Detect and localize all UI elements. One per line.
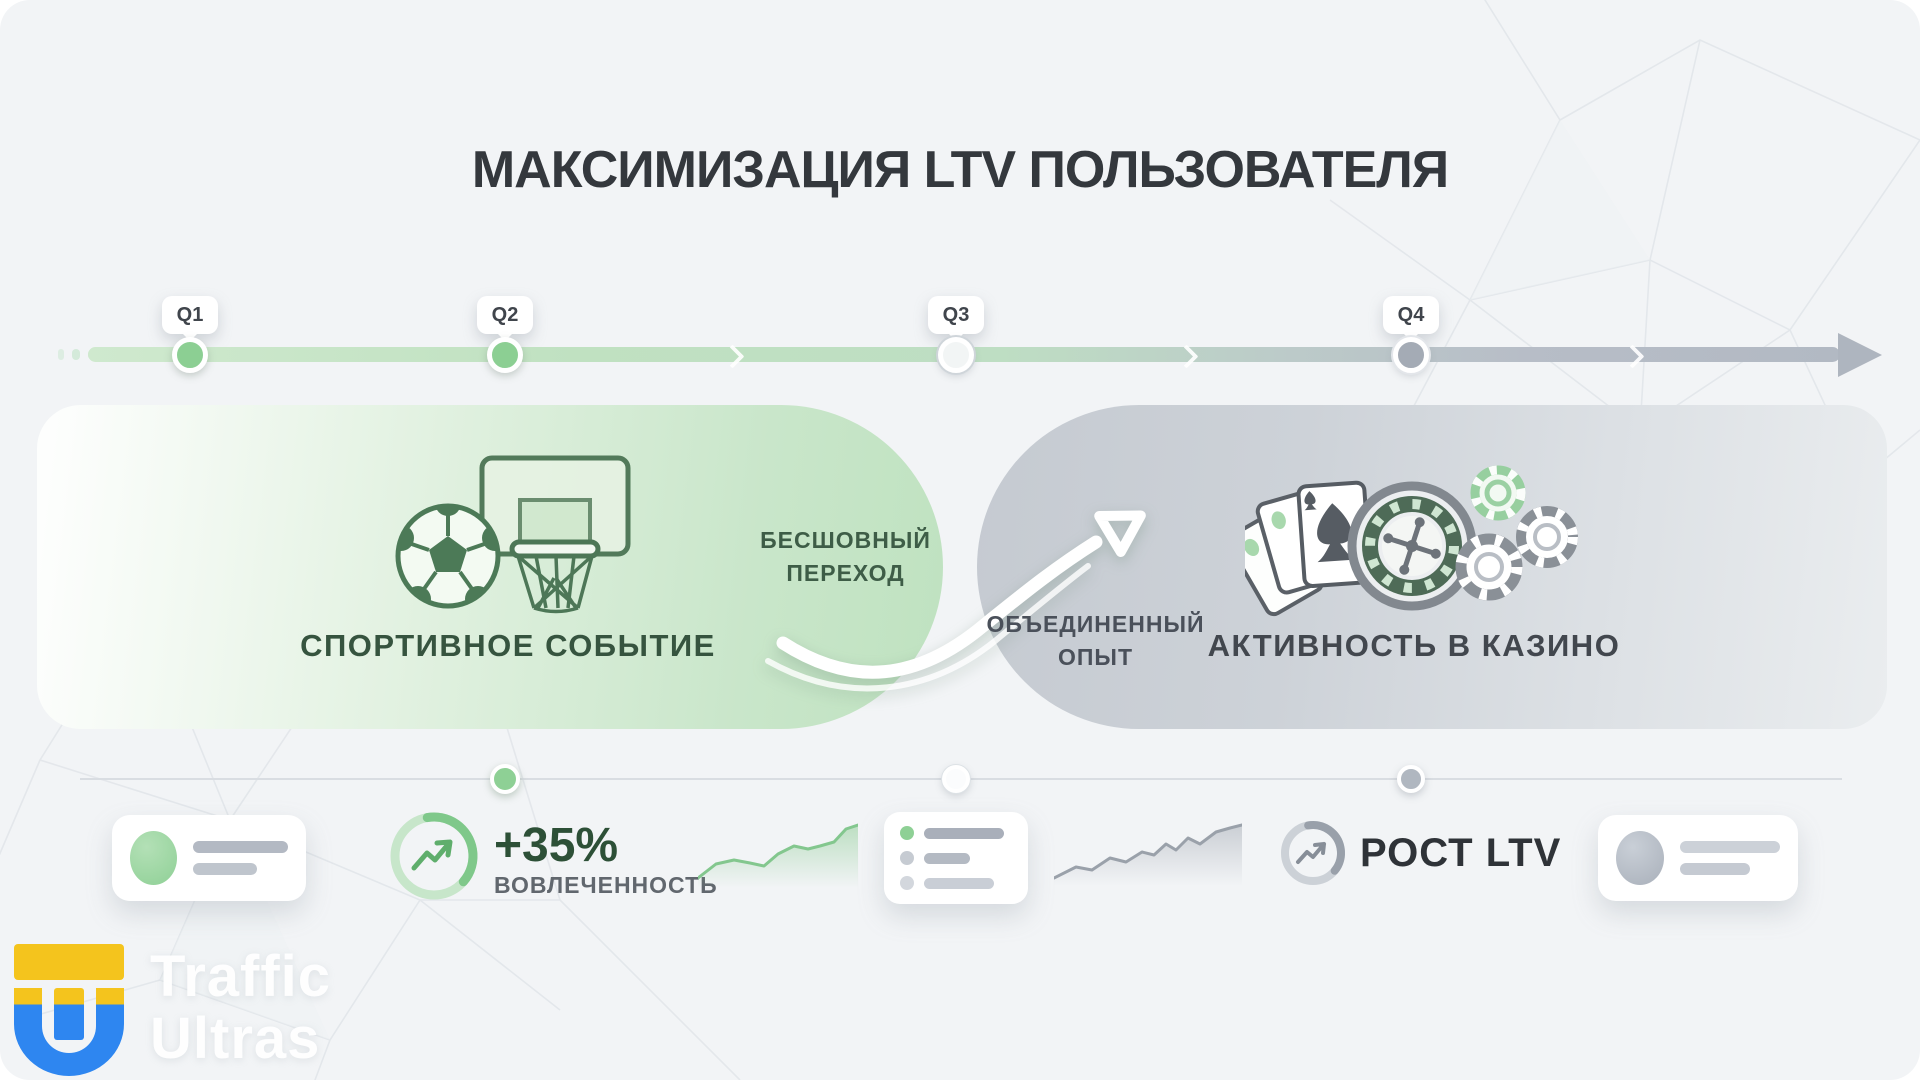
list-item — [900, 876, 1012, 890]
quarter-label: Q2 — [491, 304, 519, 326]
ltv-growth-donut-icon — [1281, 820, 1345, 885]
quarter-badge-q4: Q4 — [1383, 296, 1439, 341]
engagement-label: ВОВЛЕЧЕННОСТЬ — [494, 872, 718, 898]
casino-chips-icon — [1455, 465, 1578, 601]
list-item — [900, 826, 1012, 840]
list-text-bar — [924, 827, 1004, 839]
list-text-bar — [924, 877, 994, 889]
roulette-wheel-icon — [1347, 481, 1477, 611]
text-placeholder-bar — [1680, 841, 1780, 853]
skeleton-card-gray — [1598, 815, 1798, 901]
transition-swoosh-arrow-icon — [765, 510, 1146, 692]
bottom-dot-green — [490, 764, 520, 794]
timeline-dot-q3 — [938, 337, 974, 373]
basketball-hoop-icon — [479, 455, 631, 614]
text-placeholder-bar — [193, 863, 257, 875]
soccer-ball-icon — [395, 503, 501, 609]
sport-icons — [395, 455, 631, 614]
page-title: МАКСИМИЗАЦИЯ LTV ПОЛЬЗОВАТЕЛЯ — [471, 141, 1449, 199]
list-card — [884, 812, 1028, 904]
list-bullet-gray — [900, 851, 914, 865]
gray-sparkline-chart — [1054, 823, 1242, 886]
list-item — [900, 851, 1012, 865]
timeline-dot-q2 — [487, 337, 523, 373]
quarter-label: Q4 — [1397, 304, 1425, 326]
list-bullet-green — [900, 826, 914, 840]
quarter-label: Q3 — [942, 304, 970, 326]
seamless-transition-label: БЕСШОВНЫЙ ПЕРЕХОД — [760, 527, 931, 586]
unified-experience-label: ОБЪЕДИНЕННЫЙ ОПЫТ — [986, 611, 1205, 670]
list-text-bar — [924, 852, 970, 864]
traffic-ultras-logo-icon — [14, 944, 124, 1076]
list-bullet-gray-light — [900, 876, 914, 890]
text-placeholder-bar — [193, 841, 288, 853]
casino-stage-label: АКТИВНОСТЬ В КАЗИНО — [1207, 628, 1621, 663]
timeline-arrowhead-icon — [1838, 333, 1882, 377]
casino-icons — [1245, 465, 1578, 617]
timeline-lead-dash — [58, 349, 64, 360]
timeline-dot-q1 — [172, 337, 208, 373]
sport-stage-label: СПОРТИВНОЕ СОБЫТИЕ — [300, 628, 716, 663]
quarter-badge-q2: Q2 — [477, 296, 533, 341]
quarter-label: Q1 — [176, 304, 204, 326]
engagement-value: +35% — [494, 819, 619, 872]
text-placeholder-bar — [1680, 863, 1750, 875]
bottom-dot-hollow — [942, 765, 970, 793]
timeline-lead-dash — [72, 349, 80, 360]
engagement-trend-donut-icon — [390, 812, 478, 900]
quarter-badge-q1: Q1 — [162, 296, 218, 341]
skeleton-card-green — [112, 815, 306, 901]
traffic-ultras-logo-text: Traffic Ultras — [150, 944, 332, 1071]
ltv-growth-label: РОСТ LTV — [1360, 831, 1562, 875]
avatar-placeholder-green — [130, 831, 177, 885]
bottom-dot-gray — [1397, 765, 1425, 793]
timeline-dot-q4 — [1393, 337, 1429, 373]
avatar-placeholder-gray — [1616, 831, 1664, 885]
quarter-badge-q3: Q3 — [928, 296, 984, 341]
green-sparkline-chart — [698, 823, 858, 888]
